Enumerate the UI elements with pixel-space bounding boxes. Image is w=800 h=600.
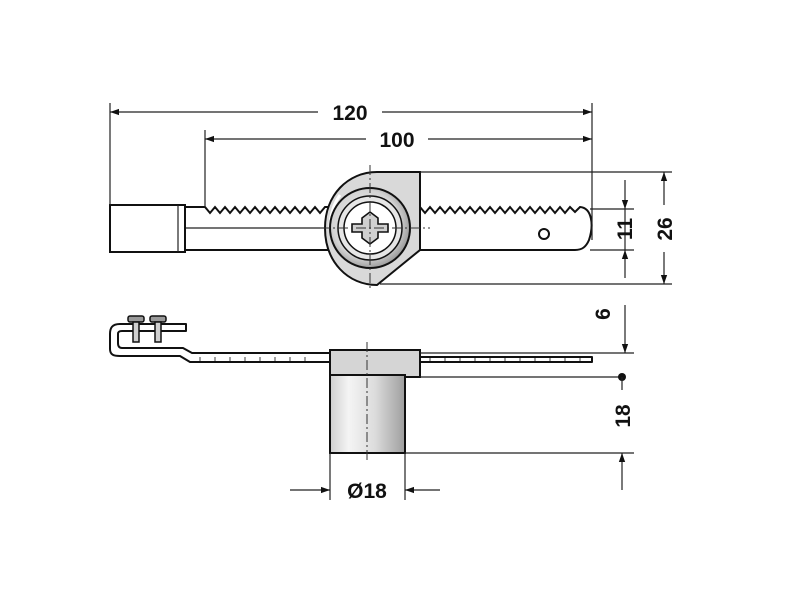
- end-tab: [109, 204, 186, 253]
- dim-overall-length: 120: [332, 102, 367, 125]
- dim-cylinder-height: 18: [612, 404, 635, 428]
- screw-left: [127, 315, 145, 343]
- lock-head: [329, 349, 421, 378]
- dim-rack-length: 100: [379, 129, 414, 152]
- dimension-lines: [109, 103, 672, 500]
- side-view: [109, 315, 593, 460]
- dim-cylinder-diameter: Ø18: [347, 480, 387, 503]
- dim-bar-height: 11: [614, 218, 637, 241]
- rack-hole: [538, 228, 550, 240]
- strip-teeth: [199, 357, 581, 362]
- dim-strip-thickness: 6: [592, 308, 615, 320]
- dim-housing-height: 26: [654, 217, 677, 240]
- screw-right: [149, 315, 167, 343]
- top-view: [109, 165, 593, 288]
